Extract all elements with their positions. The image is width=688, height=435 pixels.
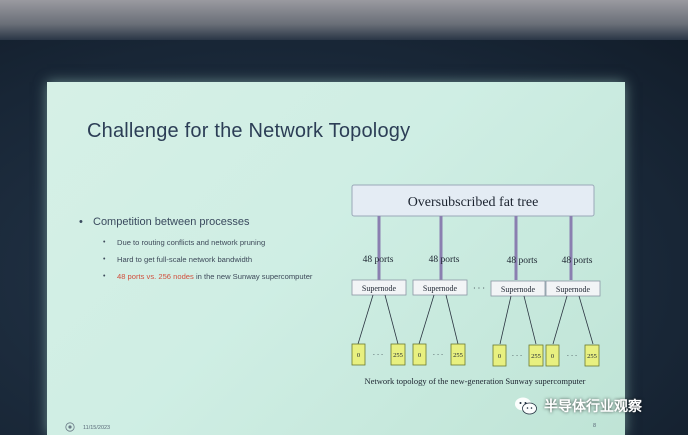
node-ellipsis: · · · [512, 352, 523, 360]
ports-label: 48 ports [507, 256, 538, 266]
supernode-box [412, 279, 468, 296]
supernode-box [490, 280, 546, 297]
compute-node-row [351, 343, 600, 367]
projected-slide: Challenge for the Network Topology • Comp… [47, 82, 625, 435]
bullet-dot: • [79, 216, 83, 228]
node-ellipsis: · · · [567, 352, 578, 360]
compute-node [545, 344, 560, 367]
ports-label: 48 ports [429, 255, 460, 265]
compute-node [584, 344, 600, 367]
sub-bullet-text: in the new Sunway supercomputer [193, 272, 313, 281]
fat-tree-diagram: Oversubscribed fat tree 48 ports 48 port… [351, 184, 601, 386]
ports-label: 48 ports [562, 256, 593, 266]
supernode-box [351, 279, 407, 296]
node-label: 255 [453, 352, 463, 359]
compute-node [528, 344, 544, 367]
supernode-ellipsis: · · · [473, 284, 485, 293]
sub-bullet-item: •48 ports vs. 256 nodes in the new Sunwa… [103, 272, 313, 281]
sub-bullet-text: Hard to get full-scale network bandwidth [117, 255, 253, 264]
bullet-main-text: Competition between processes [93, 216, 250, 228]
supernode-label: Supernode [423, 284, 458, 293]
node-label: 255 [393, 352, 403, 359]
compute-node [492, 344, 507, 367]
sub-bullet-highlight: 48 ports vs. 256 nodes [117, 272, 194, 281]
node-label: 255 [587, 353, 597, 360]
slide-page-number: 8 [593, 423, 597, 429]
watermark-text: 半导体行业观察 [544, 398, 642, 414]
diagram-caption: Network topology of the new-generation S… [365, 376, 586, 386]
port-links [377, 216, 573, 280]
compute-node [390, 343, 406, 366]
supernode-label: Supernode [362, 284, 397, 293]
node-label: 0 [418, 352, 421, 359]
sub-bullet-list: •Due to routing conflicts and network pr… [79, 234, 312, 285]
fat-tree-root-box [351, 184, 595, 217]
sub-bullet-text: Due to routing conflicts and network pru… [117, 238, 266, 247]
sub-bullet-item: •Hard to get full-scale network bandwidt… [103, 255, 253, 264]
node-label: 0 [357, 352, 360, 359]
compute-node [412, 343, 427, 366]
node-label: 255 [531, 353, 541, 360]
supernode-row [351, 279, 601, 297]
slide-date: 11/15/2023 [83, 425, 111, 431]
watermark: 半导体行业观察 [514, 395, 642, 417]
supernode-label: Supernode [501, 285, 536, 294]
supernode-label: Supernode [556, 285, 591, 294]
slide-title: Challenge for the Network Topology [87, 120, 411, 142]
node-ellipsis: · · · [373, 351, 384, 359]
supernode-box [545, 280, 601, 297]
fat-tree-root-label: Oversubscribed fat tree [408, 195, 539, 210]
bullet-main: • Competition between processes [79, 216, 312, 228]
node-label: 0 [551, 353, 554, 360]
institution-logo-icon [65, 422, 75, 432]
node-links [357, 294, 594, 345]
node-label: 0 [498, 353, 501, 360]
sub-bullet-item: •Due to routing conflicts and network pr… [103, 238, 266, 247]
bullet-list: • Competition between processes •Due to r… [79, 216, 312, 285]
ports-label: 48 ports [363, 255, 394, 265]
wechat-icon [515, 397, 537, 415]
ceiling [0, 0, 688, 40]
node-ellipsis: · · · [433, 351, 444, 359]
compute-node [450, 343, 466, 366]
compute-node [351, 343, 366, 366]
